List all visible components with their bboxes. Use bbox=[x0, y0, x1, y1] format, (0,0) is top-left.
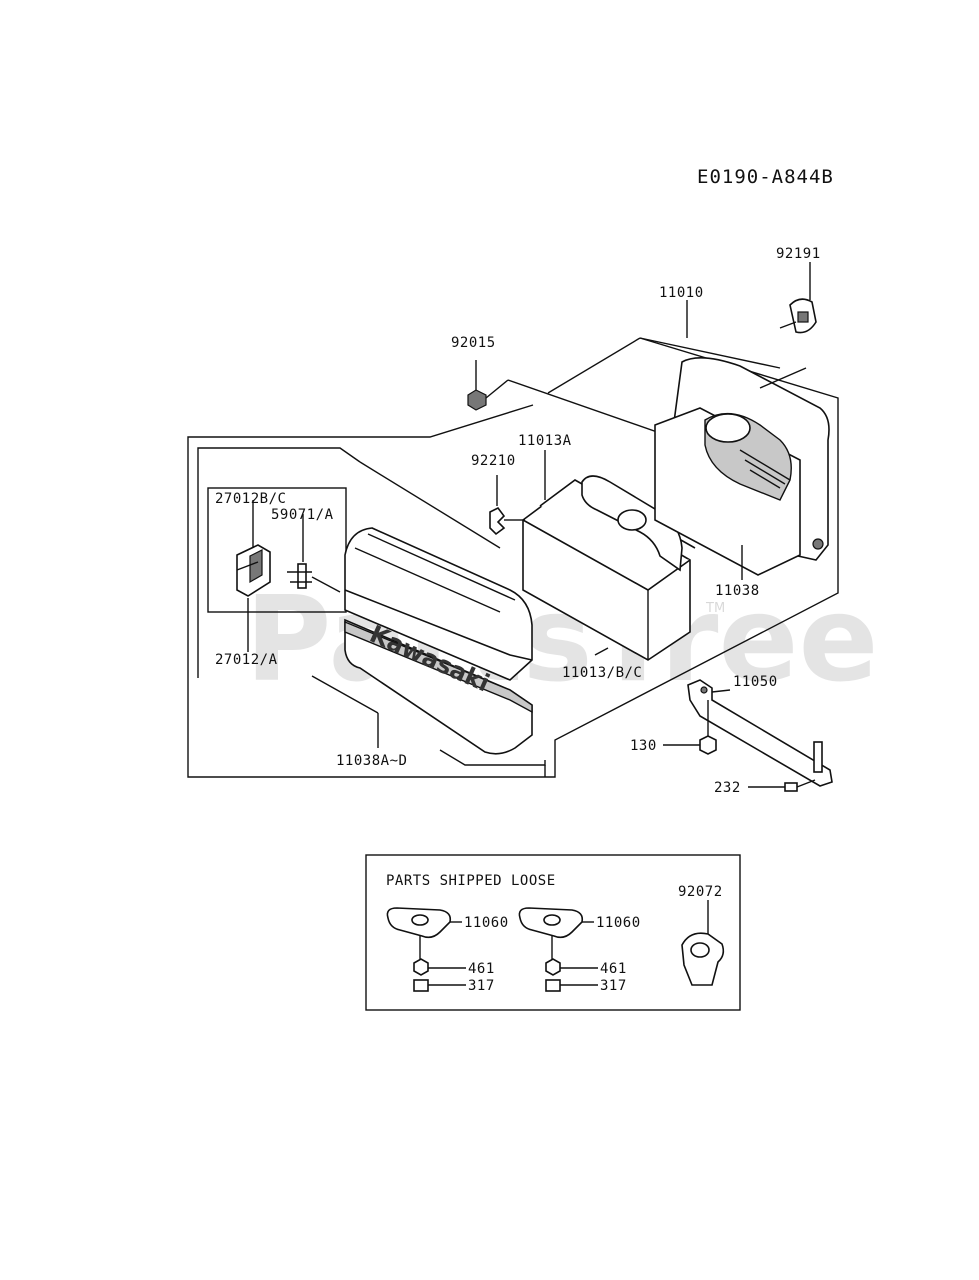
label-461-right: 461 bbox=[600, 961, 627, 977]
cover-11038A-part: Kawasaki bbox=[344, 527, 533, 755]
clamp-92072-part bbox=[681, 900, 725, 986]
label-92015: 92015 bbox=[451, 335, 496, 351]
label-27012A: 27012/A bbox=[215, 652, 278, 668]
label-317-right: 317 bbox=[600, 978, 627, 994]
loose-box-title: PARTS SHIPPED LOOSE bbox=[386, 873, 556, 889]
label-92191: 92191 bbox=[776, 246, 821, 262]
label-11060-left: 11060 bbox=[464, 915, 509, 931]
nut-461-right bbox=[545, 958, 561, 976]
bolt-130-part bbox=[699, 700, 717, 755]
assembly-outline bbox=[187, 337, 839, 778]
clip-27012-part bbox=[236, 544, 271, 597]
parts-shipped-loose-box: PARTS SHIPPED LOOSE 11 bbox=[365, 854, 741, 1011]
gasket-11060-left bbox=[386, 907, 462, 960]
nut-461-left bbox=[413, 958, 429, 976]
label-92210: 92210 bbox=[471, 453, 516, 469]
watermark-tm: TM bbox=[705, 601, 725, 616]
label-11050: 11050 bbox=[733, 674, 778, 690]
label-11013A: 11013A bbox=[518, 433, 572, 449]
label-317-left: 317 bbox=[468, 978, 495, 994]
label-92072: 92072 bbox=[678, 884, 723, 900]
label-130: 130 bbox=[630, 738, 657, 754]
base-11010-part bbox=[654, 357, 830, 576]
label-11013BC: 11013/B/C bbox=[562, 665, 642, 681]
collar-317-left bbox=[413, 979, 429, 992]
gasket-11060-right bbox=[518, 907, 594, 960]
filter-11013-part bbox=[522, 475, 696, 661]
label-27012BC: 27012B/C bbox=[215, 491, 286, 507]
breather-92191-part bbox=[779, 298, 817, 334]
clip-92210-part bbox=[489, 506, 520, 536]
label-11038AD: 11038A~D bbox=[336, 753, 407, 769]
nut-92015-part bbox=[467, 389, 487, 411]
label-11060-right: 11060 bbox=[596, 915, 641, 931]
label-11010: 11010 bbox=[659, 285, 704, 301]
label-461-left: 461 bbox=[468, 961, 495, 977]
part-labels: 92191 11010 92015 11013A 92210 27012B/C … bbox=[215, 246, 821, 796]
bracket-11050-part bbox=[687, 679, 833, 787]
collar-317-right bbox=[545, 979, 561, 992]
label-232: 232 bbox=[714, 780, 741, 796]
pin-59071-part bbox=[287, 563, 341, 593]
bolt-232-part bbox=[784, 779, 816, 792]
diagram-code: E0190-A844B bbox=[697, 166, 834, 188]
label-11038: 11038 bbox=[715, 583, 760, 599]
label-59071A: 59071/A bbox=[271, 507, 334, 523]
